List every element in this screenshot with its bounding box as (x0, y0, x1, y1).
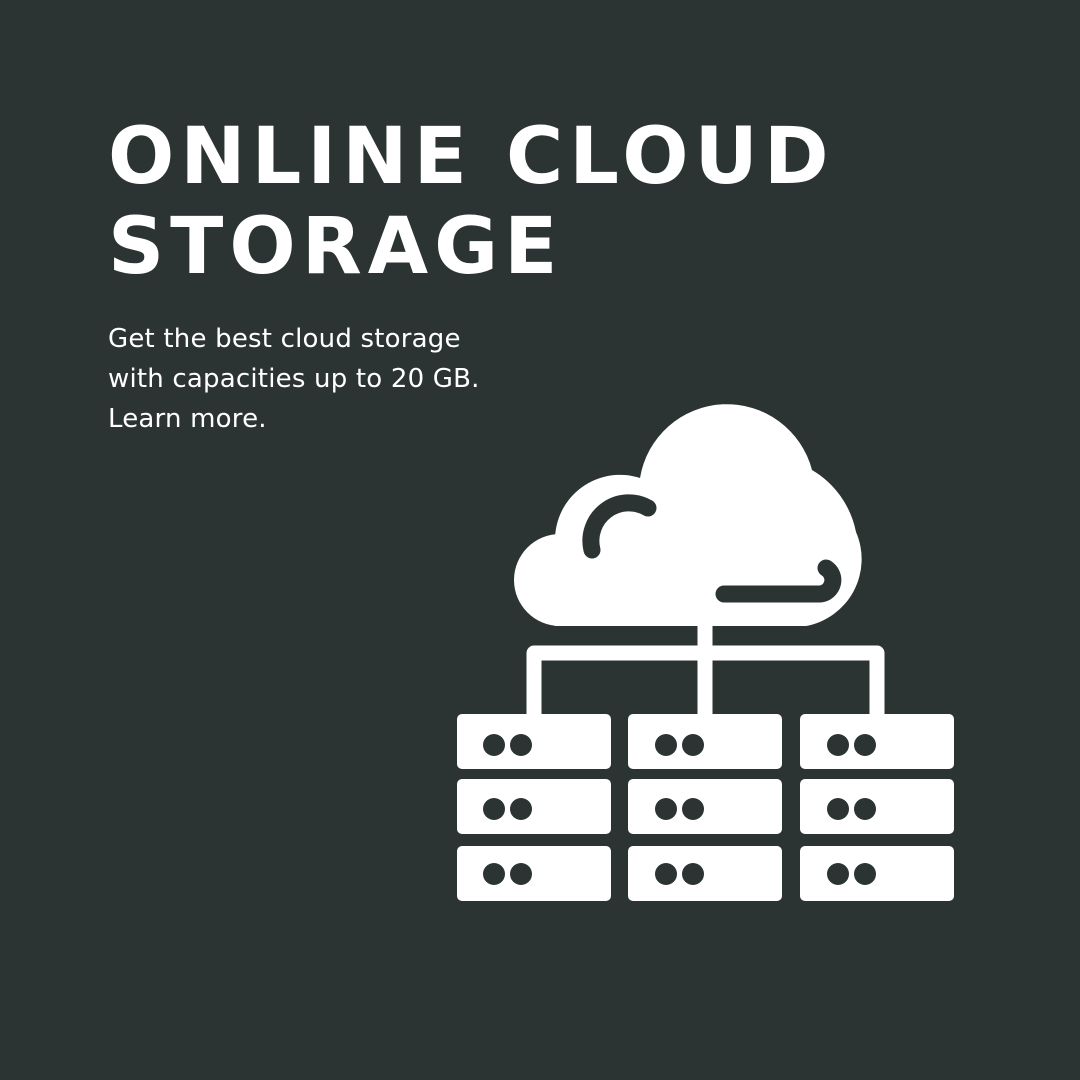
headline: ONLINE CLOUD STORAGE (108, 112, 835, 292)
cloud-icon (514, 404, 862, 626)
server-unit (800, 714, 954, 769)
server-indicator-lights (483, 734, 876, 885)
description-line-3[interactable]: Learn more. (108, 404, 267, 434)
description-line-1: Get the best cloud storage (108, 324, 461, 354)
server-unit (457, 779, 611, 834)
server-unit (800, 846, 954, 901)
description-line-2: with capacities up to 20 GB. (108, 364, 480, 394)
headline-line-2: STORAGE (108, 202, 564, 292)
server-unit (628, 714, 782, 769)
server-unit (457, 846, 611, 901)
server-unit (628, 779, 782, 834)
server-racks (457, 714, 954, 901)
headline-line-1: ONLINE CLOUD (108, 112, 835, 202)
server-unit (800, 779, 954, 834)
description: Get the best cloud storage with capaciti… (108, 319, 480, 439)
server-unit (457, 714, 611, 769)
server-unit (628, 846, 782, 901)
network-connector-lines (526, 624, 885, 716)
